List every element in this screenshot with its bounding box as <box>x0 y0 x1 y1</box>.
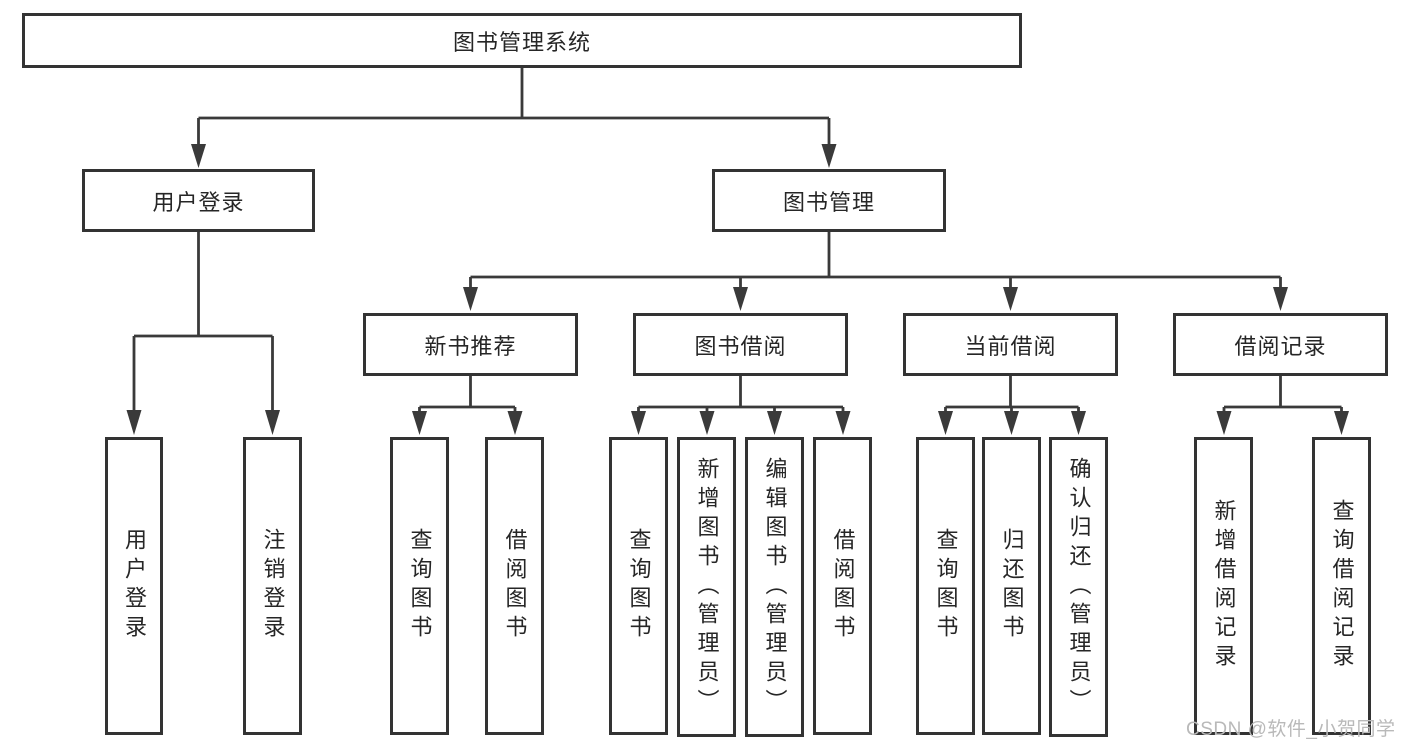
arrow-to-cb-query <box>938 411 953 435</box>
node-leaf-bb-edit-books-admin-label: 编辑图书（管理员） <box>762 456 788 718</box>
arrow-to-br-add <box>1216 411 1232 435</box>
node-leaf-nbr-query-books-label: 查询图书 <box>407 528 433 644</box>
node-user-login-label: 用户登录 <box>152 189 245 215</box>
arrow-to-nbr-query <box>412 411 427 435</box>
arrow-to-current-borrow <box>1003 287 1018 311</box>
node-book-management-label: 图书管理 <box>782 189 875 215</box>
arrow-to-bb-borrow <box>835 411 851 435</box>
connector-currentborrow-to-leaves <box>944 376 1080 412</box>
node-book-management: 图书管理 <box>712 169 946 232</box>
csdn-watermark: CSDN @软件_小贺同学 <box>1186 719 1396 740</box>
node-leaf-bb-add-books-admin-label: 新增图书（管理员） <box>694 456 720 718</box>
node-leaf-nbr-borrow-books-label: 借阅图书 <box>502 528 528 644</box>
connector-records-to-leaves <box>1222 376 1343 412</box>
node-book-borrow-label: 图书借阅 <box>694 333 787 359</box>
node-leaf-cb-query-books-label: 查询图书 <box>933 528 959 644</box>
node-leaf-bb-query-books: 查询图书 <box>609 437 668 735</box>
node-user-login: 用户登录 <box>82 169 315 232</box>
node-leaf-cb-return-books-label: 归还图书 <box>999 528 1025 644</box>
node-leaf-bb-query-books-label: 查询图书 <box>626 528 652 644</box>
arrow-to-br-query <box>1334 411 1349 435</box>
node-leaf-nbr-query-books: 查询图书 <box>390 437 449 735</box>
node-leaf-bb-borrow-books-label: 借阅图书 <box>830 528 856 644</box>
node-leaf-user-login: 用户登录 <box>105 437 163 735</box>
connector-newbook-to-leaves <box>418 376 517 412</box>
node-leaf-bb-edit-books-admin: 编辑图书（管理员） <box>745 437 804 737</box>
node-leaf-user-login-label: 用户登录 <box>122 528 147 644</box>
arrow-to-bb-edit <box>767 411 782 435</box>
arrow-to-borrow-records <box>1273 287 1288 311</box>
node-borrow-records-label: 借阅记录 <box>1234 333 1327 359</box>
arrow-to-bb-add <box>699 411 715 435</box>
node-current-borrow-label: 当前借阅 <box>964 333 1057 359</box>
connector-root-to-level2 <box>197 68 831 146</box>
node-leaf-bb-borrow-books: 借阅图书 <box>813 437 872 735</box>
arrow-to-user-login <box>191 144 206 168</box>
arrow-to-bb-query <box>631 411 646 435</box>
arrow-to-new-book-recommend <box>463 287 478 311</box>
connector-userlogin-to-leaves <box>132 232 274 411</box>
node-new-book-recommend: 新书推荐 <box>363 313 578 376</box>
arrow-to-book-management <box>821 144 837 168</box>
arrowheads <box>126 144 1349 435</box>
arrow-to-leaf-logout <box>265 410 280 435</box>
node-leaf-logout: 注销登录 <box>243 437 302 735</box>
node-leaf-br-query-record: 查询借阅记录 <box>1312 437 1371 735</box>
arrow-to-leaf-user-login <box>126 410 142 435</box>
node-leaf-br-add-record: 新增借阅记录 <box>1194 437 1253 735</box>
node-root: 图书管理系统 <box>22 13 1022 68</box>
node-leaf-br-add-record-label: 新增借阅记录 <box>1211 499 1237 673</box>
connector-bookborrow-to-leaves <box>637 376 845 412</box>
node-leaf-cb-query-books: 查询图书 <box>916 437 975 735</box>
arrow-to-cb-return <box>1004 411 1019 435</box>
node-leaf-cb-return-books: 归还图书 <box>982 437 1041 735</box>
node-borrow-records: 借阅记录 <box>1173 313 1388 376</box>
node-leaf-cb-confirm-return-admin-label: 确认归还（管理员） <box>1066 456 1092 718</box>
connector-bookmgmt-to-level3 <box>469 232 1282 288</box>
node-leaf-logout-label: 注销登录 <box>260 528 286 644</box>
node-leaf-br-query-record-label: 查询借阅记录 <box>1329 499 1355 673</box>
node-new-book-recommend-label: 新书推荐 <box>424 333 517 359</box>
node-book-borrow: 图书借阅 <box>633 313 848 376</box>
arrow-to-nbr-borrow <box>507 411 523 435</box>
node-leaf-bb-add-books-admin: 新增图书（管理员） <box>677 437 736 737</box>
node-current-borrow: 当前借阅 <box>903 313 1118 376</box>
node-leaf-nbr-borrow-books: 借阅图书 <box>485 437 544 735</box>
node-leaf-cb-confirm-return-admin: 确认归还（管理员） <box>1049 437 1108 737</box>
node-root-label: 图书管理系统 <box>452 29 591 55</box>
arrow-to-cb-confirm <box>1071 411 1086 435</box>
arrow-to-book-borrow <box>733 287 748 311</box>
